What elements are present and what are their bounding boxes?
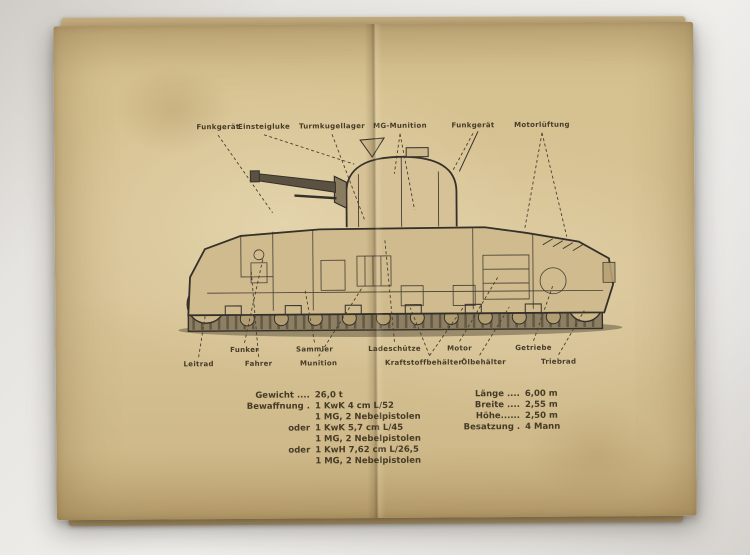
callout-getriebe: Getriebe	[515, 343, 552, 353]
spec-key: Gewicht ....	[255, 390, 310, 401]
tank-tracks	[187, 309, 604, 333]
callout-turmkugellager: Turmkugellager	[298, 122, 366, 131]
tank-turret	[249, 131, 479, 228]
spec-value: 6,00 m	[524, 388, 558, 399]
cupola	[405, 147, 429, 158]
callout-funker: Funker	[230, 345, 260, 355]
spec-value: 2,55 m	[524, 399, 558, 410]
callout-kraftstoffbehaelter: Kraftstoffbehälter	[385, 358, 463, 367]
spec-key	[244, 412, 310, 423]
tank-cutaway-illustration	[178, 131, 623, 358]
callout-triebrad: Triebrad	[541, 357, 577, 366]
spec-value: 1 MG, 2 Nebelpistolen	[315, 433, 421, 445]
spec-key: oder	[288, 423, 311, 434]
spec-key: Besatzung .	[463, 421, 521, 433]
spec-key: Länge ....	[474, 388, 520, 400]
spec-value: 2,50 m	[524, 410, 558, 421]
spec-value: 26,0 t	[314, 390, 343, 401]
spec-key: Breite ....	[474, 399, 520, 411]
spec-key	[244, 456, 310, 467]
spec-row: 1 MG, 2 Nebelpistolen	[244, 455, 464, 468]
gun-muzzle	[249, 170, 260, 183]
booklet: Funkgerät Einsteigluke Turmkugellager MG…	[53, 16, 697, 527]
callout-munition: Munition	[299, 359, 338, 368]
spec-row-besatzung: Besatzung . 4 Mann	[454, 421, 624, 433]
callout-einsteigluke: Einsteigluke	[237, 122, 291, 131]
spec-value: 1 KwK 5,7 cm L/45	[315, 422, 404, 434]
callout-motorlueftung: Motorlüftung	[514, 120, 570, 130]
spec-table-dimensions: Länge .... 6,00 m Breite .... 2,55 m Höh…	[454, 388, 624, 433]
antenna	[458, 131, 479, 172]
spec-table-armament: Gewicht .... 26,0 t Bewaffnung . 1 KwK 4…	[244, 389, 465, 468]
callout-leitrad: Leitrad	[183, 360, 214, 369]
callout-mg-munition: MG-Munition	[373, 121, 427, 131]
callout-fahrer: Fahrer	[244, 359, 273, 368]
callout-funkgeraet-front: Funkgerät	[196, 122, 240, 132]
open-hatch	[359, 137, 386, 158]
spec-key	[244, 434, 310, 445]
spec-value: 1 KwH 7,62 cm L/26,5	[315, 444, 419, 456]
manual-page: Funkgerät Einsteigluke Turmkugellager MG…	[53, 21, 697, 521]
main-gun-barrel	[257, 173, 336, 193]
spec-value: 4 Mann	[525, 421, 561, 432]
callout-ladeschuetze: Ladeschütze	[368, 344, 421, 354]
spec-key: oder	[288, 445, 311, 456]
leader-lines	[198, 132, 585, 358]
spec-value: 1 MG, 2 Nebelpistolen	[315, 455, 422, 467]
spec-value: 1 KwK 4 cm L/52	[314, 400, 394, 412]
callout-funkgeraet-rear: Funkgerät	[451, 121, 495, 130]
cutaway-interior	[207, 228, 616, 311]
spec-value: 1 MG, 2 Nebelpistolen	[314, 411, 421, 423]
gun-mantlet	[333, 175, 348, 210]
callout-sammler: Sammler	[295, 345, 334, 354]
callout-motor: Motor	[447, 344, 473, 353]
coaxial-mg	[294, 194, 337, 200]
spec-key: Bewaffnung .	[246, 401, 310, 412]
mud-chutes	[224, 303, 542, 316]
callout-oelbehaelter: Ölbehälter	[461, 358, 507, 367]
spec-key: Höhe......	[475, 410, 521, 422]
tank-hull	[187, 226, 615, 317]
